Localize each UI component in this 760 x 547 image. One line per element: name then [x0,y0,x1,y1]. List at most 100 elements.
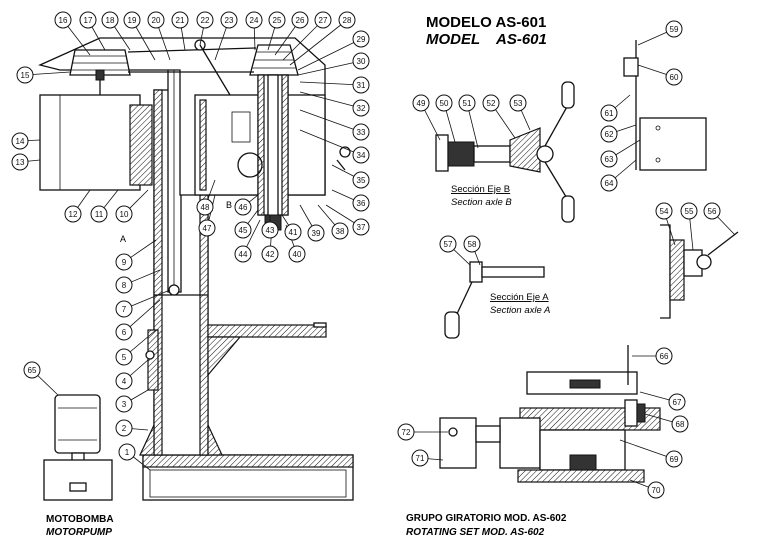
callout-8: 8 [115,276,133,294]
callout-circle [352,99,370,117]
callout-number: 41 [289,228,298,237]
callout-3: 3 [115,395,133,413]
callout-circle [411,449,429,467]
callout-number: 19 [128,16,137,25]
callout-circle [115,348,133,366]
callout-circle [11,153,29,171]
callout-circle [64,205,82,223]
callout-15: 15 [16,66,34,84]
section-axle-a-es: Sección Eje A [490,292,549,303]
callout-20: 20 [147,11,165,29]
callout-circle [600,104,618,122]
callout-69: 69 [665,450,683,468]
callout-number: 48 [201,203,210,212]
callout-36: 36 [352,194,370,212]
callout-number: 30 [357,57,366,66]
axle-a-shaft [481,266,545,278]
leader-line-27 [282,19,324,61]
model-title-en-code: AS-601 [495,31,547,48]
callout-number: 17 [84,16,93,25]
callout-49: 49 [412,94,430,112]
callout-47: 47 [198,219,216,237]
axle-b-arm-up [544,104,569,147]
callout-circle [352,194,370,212]
callout-number: 61 [605,109,614,118]
callout-67: 67 [668,393,686,411]
callout-23: 23 [220,11,238,29]
callout-number: 35 [357,176,366,185]
section-axle-b-en: Section axle B [451,197,512,208]
callout-number: 52 [487,99,496,108]
callout-number: 51 [463,99,472,108]
callout-number: 25 [273,16,282,25]
axle-a-arm [454,281,473,319]
callout-38: 38 [331,222,349,240]
callout-19: 19 [123,11,141,29]
callout-circle [647,481,665,499]
callout-34: 34 [352,146,370,164]
callout-circle [600,125,618,143]
callout-72: 72 [397,423,415,441]
callout-51: 51 [458,94,476,112]
leader-line-33 [299,109,362,133]
axle-b-arm-down [544,161,569,201]
callout-number: 64 [605,179,614,188]
callout-circle [314,11,332,29]
rack-pin [168,284,180,296]
leader-line-28 [289,19,348,66]
callout-number: 7 [122,305,127,314]
callout-number: 29 [357,35,366,44]
axle-a-head [469,261,483,283]
callout-circle [703,202,721,220]
callout-number: 4 [122,377,127,386]
callout-number: 6 [122,328,127,337]
callout-number: 28 [343,16,352,25]
callout-circle [11,132,29,150]
callout-circle [665,450,683,468]
callout-number: 2 [122,424,127,433]
detail-59-64-drawing [623,40,707,171]
callout-18: 18 [101,11,119,29]
callout-circle [54,11,72,29]
callout-number: 20 [152,16,161,25]
axle-a-label: A [120,234,126,244]
callout-59: 59 [665,20,683,38]
callout-17: 17 [79,11,97,29]
motorpump-caption-es: MOTOBOMBA [46,514,114,525]
callout-6: 6 [115,323,133,341]
motor-body [39,94,141,191]
leader-line-31 [299,81,362,86]
collar-lock [145,350,155,360]
motor-flange [129,104,153,186]
callout-57: 57 [439,235,457,253]
callout-circle [352,123,370,141]
callout-62: 62 [600,125,618,143]
callout-number: 54 [660,207,669,216]
callout-number: 66 [660,352,669,361]
detail-plate [639,117,707,171]
leader-line-69 [619,439,675,460]
callout-circle [115,323,133,341]
callout-circle [338,11,356,29]
callout-circle [23,361,41,379]
callout-circle [198,219,216,237]
callout-30: 30 [352,52,370,70]
callout-circle [435,94,453,112]
callout-41: 41 [284,223,302,241]
callout-number: 1 [125,448,130,457]
callout-45: 45 [234,221,252,239]
callout-number: 42 [266,250,275,259]
pump-tank [43,459,113,501]
detail-54-56-drawing [660,224,739,319]
callout-21: 21 [171,11,189,29]
callout-number: 36 [357,199,366,208]
detail-clamp [623,57,639,77]
callout-42: 42 [261,245,279,263]
callout-number: 67 [673,398,682,407]
callout-number: 70 [652,486,661,495]
callout-circle [234,245,252,263]
callout-circle [671,415,689,433]
callout-number: 55 [685,207,694,216]
callout-4: 4 [115,372,133,390]
